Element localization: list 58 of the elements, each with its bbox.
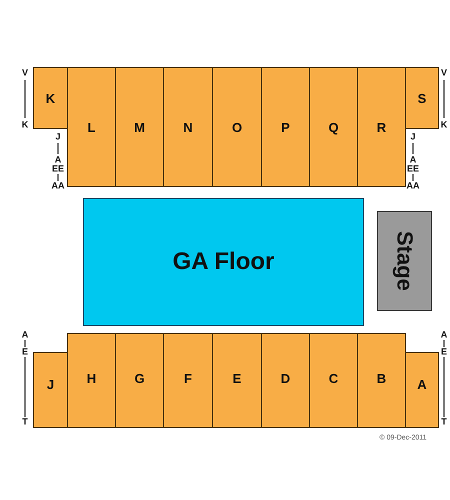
row-label: EE: [407, 164, 419, 174]
row-label: K: [22, 120, 28, 130]
stage-platform: [377, 211, 432, 311]
seating-section: [163, 333, 213, 428]
row-label: J: [410, 132, 416, 142]
section-label: J: [46, 378, 54, 390]
row-label: A: [54, 156, 62, 164]
seating-section: [115, 67, 164, 187]
row-label: AA: [52, 182, 64, 190]
seating-section: [405, 352, 439, 428]
seating-section: [357, 333, 406, 428]
seating-section: [115, 333, 164, 428]
seating-section: [309, 333, 358, 428]
row-label: T: [22, 418, 28, 426]
row-label: V: [441, 68, 447, 78]
row-label: EE: [52, 164, 64, 174]
row-label: T: [441, 418, 447, 426]
seating-section: [163, 67, 213, 187]
row-label: A: [440, 330, 448, 340]
section-label: D: [280, 372, 290, 385]
section-label: M: [134, 120, 145, 134]
row-label: V: [22, 68, 28, 78]
seating-section: [405, 67, 439, 129]
section-label: F: [184, 372, 192, 385]
section-label: A: [417, 378, 427, 390]
row-label: E: [441, 348, 447, 356]
row-label: A: [410, 156, 416, 164]
seating-section: [261, 333, 310, 428]
floor-label: GA Floor: [172, 250, 274, 274]
section-label: G: [134, 372, 145, 385]
row-label: J: [56, 132, 60, 142]
row-label: E: [22, 348, 28, 356]
section-label: S: [418, 92, 426, 104]
seating-section: [67, 67, 116, 187]
section-label: C: [328, 372, 338, 385]
section-label: O: [232, 120, 242, 134]
section-label: Q: [328, 120, 339, 134]
seating-section: [212, 333, 262, 428]
seating-section: [33, 352, 68, 428]
seating-section: [309, 67, 358, 187]
stage-label: Stage: [394, 231, 416, 291]
seating-section: [212, 67, 262, 187]
seating-section: [261, 67, 310, 187]
section-label: L: [88, 120, 96, 134]
floor-area: [83, 198, 364, 326]
section-label: P: [281, 120, 290, 134]
section-label: H: [86, 372, 96, 385]
section-label: E: [232, 372, 242, 385]
seating-section: [67, 333, 116, 428]
row-label: A: [22, 330, 28, 340]
section-label: B: [376, 372, 386, 385]
section-label: R: [376, 120, 386, 134]
section-label: K: [46, 92, 56, 104]
section-label: N: [183, 120, 193, 134]
row-label: AA: [406, 182, 420, 190]
seating-section: [33, 67, 68, 129]
row-label: K: [440, 120, 448, 130]
seating-section: [357, 67, 406, 187]
